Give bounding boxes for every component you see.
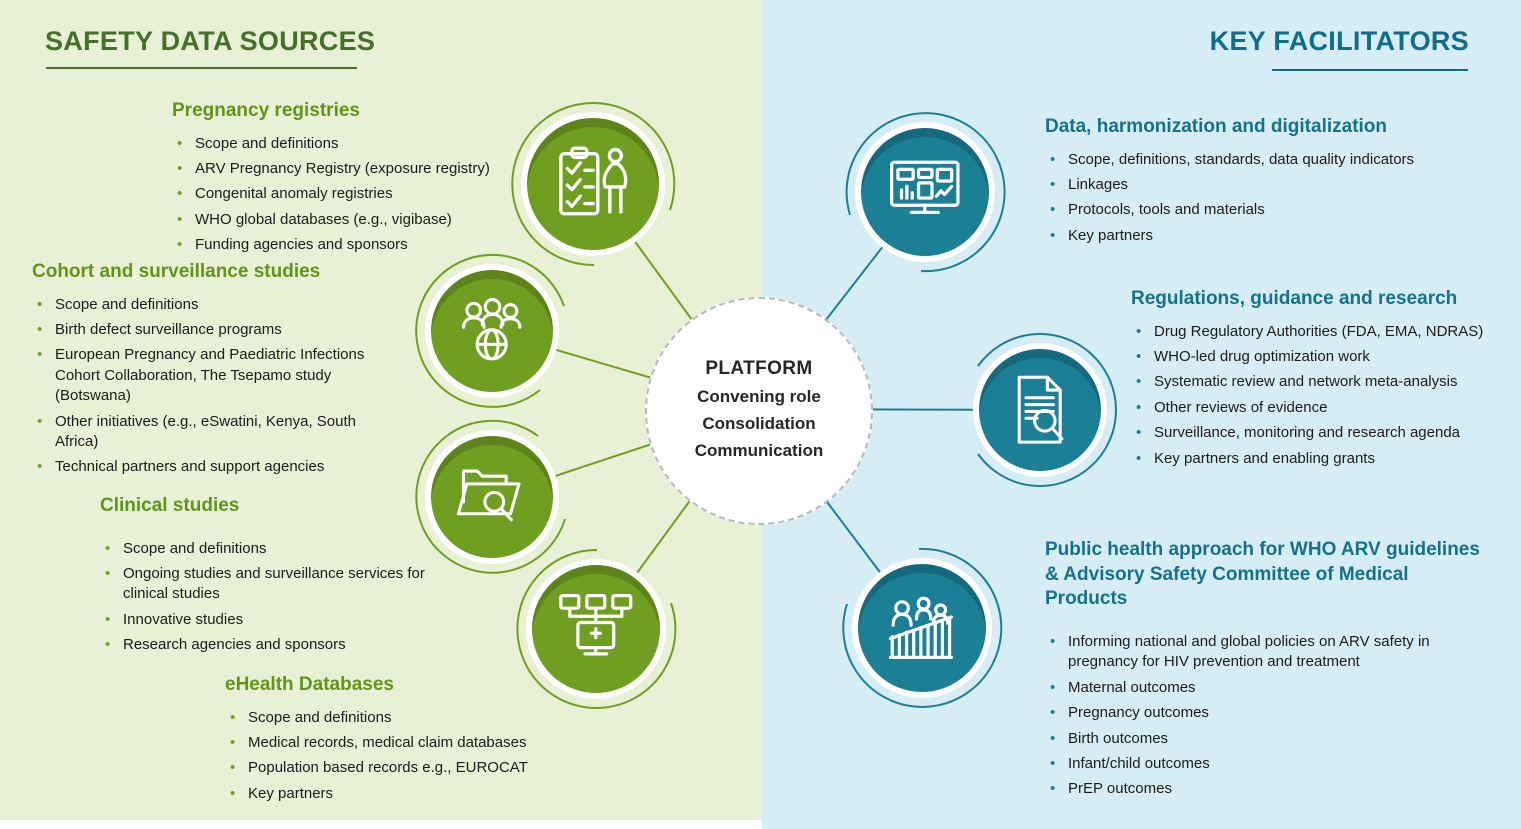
circle-ehealth-databases <box>526 559 666 699</box>
section-cohort-surveillance-studies: Cohort and surveillance studies Scope an… <box>32 260 390 483</box>
left-panel-title: SAFETY DATA SOURCES <box>45 26 376 56</box>
bullet-list: Scope and definitionsMedical records, me… <box>225 708 587 805</box>
pregnancy-registry-icon <box>558 146 628 216</box>
bullet-list: Scope and definitionsARV Pregnancy Regis… <box>172 134 550 256</box>
bullet-item: Research agencies and sponsors <box>100 635 432 656</box>
right-title-underline <box>1272 69 1468 71</box>
platform-role-line: Communication <box>694 441 824 461</box>
bullet-item: Other reviews of evidence <box>1131 398 1491 419</box>
ehealth-network-icon <box>559 594 633 656</box>
bullet-item: Scope and definitions <box>172 134 550 155</box>
bullet-item: ARV Pregnancy Registry (exposure registr… <box>172 159 550 180</box>
bullet-item: Scope, definitions, standards, data qual… <box>1045 150 1487 171</box>
section-heading: eHealth Databases <box>225 674 394 695</box>
circle-regulations-guidance <box>973 343 1107 477</box>
bullet-item: Surveillance, monitoring and research ag… <box>1131 423 1491 444</box>
section-public-health-approach: Public health approach for WHO ARV guide… <box>1045 538 1481 805</box>
bullet-item: Innovative studies <box>100 610 432 631</box>
data-dashboard-monitor-icon <box>890 160 960 215</box>
bullet-item: WHO global databases (e.g., vigibase) <box>172 210 550 231</box>
cohort-people-globe-icon <box>462 298 522 361</box>
section-clinical-studies: Clinical studies Scope and definitionsOn… <box>100 494 432 661</box>
bullet-list: Scope and definitionsBirth defect survei… <box>32 295 390 479</box>
bullet-item: Maternal outcomes <box>1045 678 1481 699</box>
section-heading: Public health approach for WHO ARV guide… <box>1045 539 1480 610</box>
section-pregnancy-registries: Pregnancy registries Scope and definitio… <box>172 99 550 261</box>
bullet-item: Linkages <box>1045 175 1487 196</box>
circle-clinical-studies <box>425 430 559 564</box>
left-title-underline <box>46 67 357 69</box>
right-panel-title: KEY FACILITATORS <box>1209 26 1469 56</box>
regulations-document-search-icon <box>1017 376 1064 444</box>
bullet-list: Scope and definitionsOngoing studies and… <box>100 539 432 656</box>
bullet-item: Key partners and enabling grants <box>1131 449 1491 470</box>
bullet-item: Systematic review and network meta-analy… <box>1131 372 1491 393</box>
bullet-item: Scope and definitions <box>100 539 432 560</box>
bullet-item: Birth outcomes <box>1045 729 1481 750</box>
bullet-item: European Pregnancy and Paediatric Infect… <box>32 345 390 406</box>
bullet-item: PrEP outcomes <box>1045 779 1481 800</box>
platform-title: PLATFORM <box>705 357 813 379</box>
bullet-item: Protocols, tools and materials <box>1045 200 1487 221</box>
bullet-list: Informing national and global policies o… <box>1045 632 1481 800</box>
circle-data-harmonization <box>855 122 995 262</box>
bullet-item: Key partners <box>1045 226 1487 247</box>
section-heading: Data, harmonization and digitalization <box>1045 116 1388 137</box>
bullet-item: Informing national and global policies o… <box>1045 632 1481 673</box>
bullet-item: Birth defect surveillance programs <box>32 320 390 341</box>
bullet-item: WHO-led drug optimization work <box>1131 347 1491 368</box>
platform-hub: PLATFORM Convening role Consolidation Co… <box>645 297 873 525</box>
section-heading: Cohort and surveillance studies <box>32 261 321 282</box>
section-data-harmonization: Data, harmonization and digitalization S… <box>1045 115 1487 251</box>
section-heading: Clinical studies <box>100 495 240 516</box>
bullet-item: Funding agencies and sponsors <box>172 235 550 256</box>
bullet-item: Scope and definitions <box>225 708 587 729</box>
section-heading: Pregnancy registries <box>172 100 360 121</box>
bullet-item: Medical records, medical claim databases <box>225 733 587 754</box>
section-regulations-guidance: Regulations, guidance and research Drug … <box>1131 287 1491 474</box>
bullet-item: Congenital anomaly registries <box>172 184 550 205</box>
clinical-folder-search-icon <box>457 469 521 522</box>
public-health-people-chart-icon <box>889 596 954 660</box>
bullet-list: Scope, definitions, standards, data qual… <box>1045 150 1487 247</box>
bullet-item: Technical partners and support agencies <box>32 457 390 478</box>
bullet-item: Ongoing studies and surveillance service… <box>100 564 432 605</box>
bullet-list: Drug Regulatory Authorities (FDA, EMA, N… <box>1131 322 1491 470</box>
platform-role-line: Convening role <box>697 386 821 406</box>
platform-role-line: Consolidation <box>702 413 816 433</box>
section-heading: Regulations, guidance and research <box>1131 288 1458 309</box>
section-ehealth-databases: eHealth Databases Scope and definitionsM… <box>225 673 587 809</box>
circle-cohort-surveillance <box>425 264 559 398</box>
bullet-item: Scope and definitions <box>32 295 390 316</box>
bullet-item: Pregnancy outcomes <box>1045 703 1481 724</box>
bullet-item: Other initiatives (e.g., eSwatini, Kenya… <box>32 412 390 453</box>
bullet-item: Population based records e.g., EUROCAT <box>225 758 587 779</box>
circle-public-health <box>852 558 992 698</box>
bullet-item: Key partners <box>225 784 587 805</box>
bullet-item: Infant/child outcomes <box>1045 754 1481 775</box>
bullet-item: Drug Regulatory Authorities (FDA, EMA, N… <box>1131 322 1491 343</box>
